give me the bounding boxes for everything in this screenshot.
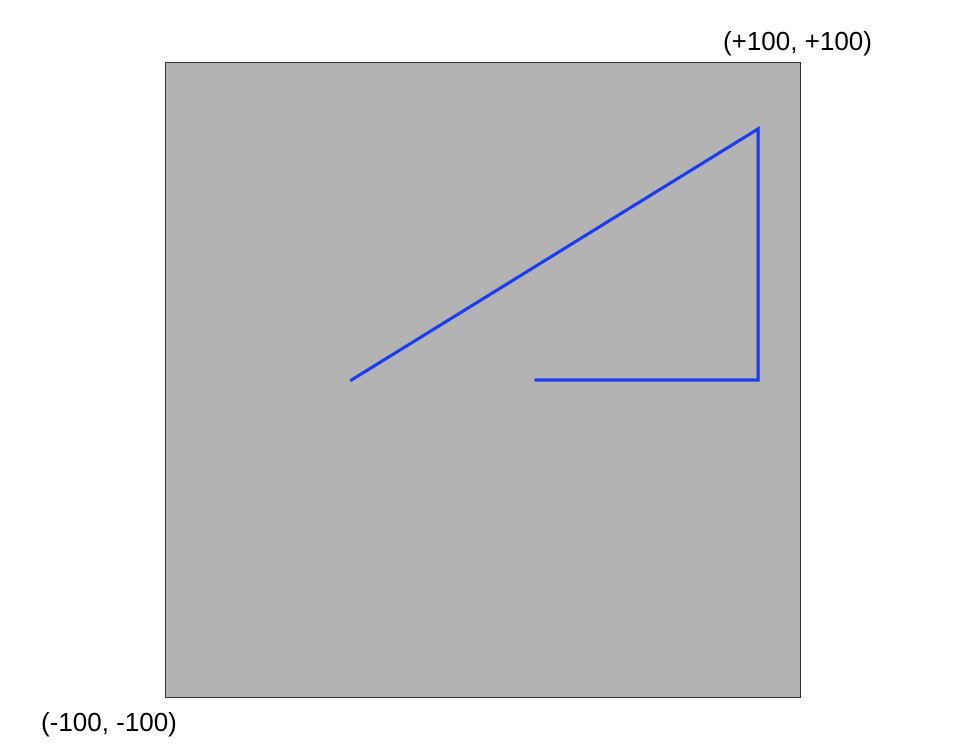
- drawn-path: [349, 126, 760, 382]
- bottom-left-coordinate-label: (-100, -100): [41, 707, 177, 737]
- canvas-svg: [166, 63, 800, 697]
- coordinate-canvas: [165, 62, 801, 698]
- top-right-coordinate-label: (+100, +100): [723, 26, 872, 56]
